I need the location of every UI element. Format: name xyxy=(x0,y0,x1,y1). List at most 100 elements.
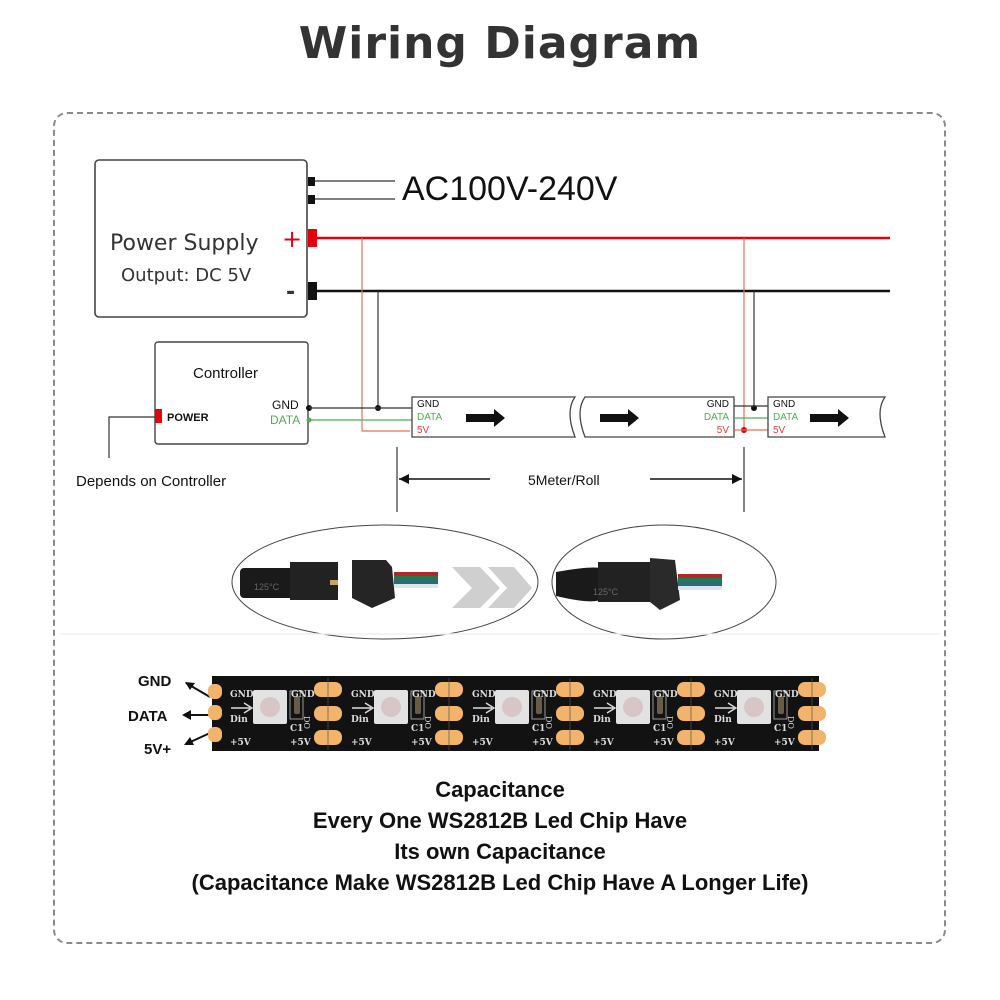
pcb-label-5v: +5V xyxy=(532,738,554,748)
led-lens xyxy=(381,697,401,717)
caption-line-3: Its own Capacitance xyxy=(394,839,606,864)
pcb-label-gnd: GND xyxy=(412,690,436,700)
power-supply-label: Power Supply xyxy=(110,231,258,256)
strip1-direction-arrow-icon xyxy=(466,409,505,427)
pcb-label-do: DO xyxy=(544,716,553,729)
pcb-label-gnd: GND xyxy=(291,690,315,700)
positive-terminal xyxy=(308,229,317,247)
controller-power-port xyxy=(155,409,162,423)
strip-segment-1: GND DATA 5V xyxy=(411,396,577,438)
capacitor-outline xyxy=(531,690,546,720)
strip1-data: DATA xyxy=(417,412,443,423)
data-flow-arrow-icon xyxy=(231,702,254,714)
connector-photo-unplugged: 125°C xyxy=(231,524,539,640)
pcb-label-din: Din xyxy=(472,715,490,725)
pcb-label-gnd: GND xyxy=(351,690,375,700)
pcb-label-gnd: GND xyxy=(230,690,254,700)
pcb-label-gnd: GND xyxy=(775,690,799,700)
pcb-label-c1: C1 xyxy=(290,724,303,734)
data-flow-arrow-icon xyxy=(594,702,617,714)
led-lens xyxy=(502,697,522,717)
strip2-data: DATA xyxy=(704,412,730,423)
ac-input-label: AC100V-240V xyxy=(402,170,618,208)
pcb-label-do: DO xyxy=(302,716,311,729)
data-flow-arrow-icon xyxy=(473,702,496,714)
plugged-marking: 125°C xyxy=(593,587,619,597)
caption-line-4: (Capacitance Make WS2812B Led Chip Have … xyxy=(191,870,809,895)
power-supply-output: Output: DC 5V xyxy=(121,265,252,286)
data-flow-arrow-icon xyxy=(715,702,738,714)
capacitor-outline xyxy=(773,690,788,720)
controller-power-wire xyxy=(108,416,155,458)
diagram-frame xyxy=(53,112,946,944)
pcb-label-do: DO xyxy=(423,716,432,729)
capacitor-c1 xyxy=(657,696,663,714)
pcb-label-din: Din xyxy=(593,715,611,725)
controller-gnd-label: GND xyxy=(272,398,299,412)
capacitor-c1 xyxy=(536,696,542,714)
roll-length-label: 5Meter/Roll xyxy=(528,472,600,488)
pcb-label-c1: C1 xyxy=(774,724,787,734)
pcb-label-c1: C1 xyxy=(532,724,545,734)
strip2-gnd: GND xyxy=(707,399,729,410)
controller-note: Depends on Controller xyxy=(76,473,226,490)
strip-start-pad xyxy=(208,684,222,699)
positive-terminal-label: + xyxy=(282,225,302,253)
pcb-label-5v: +5V xyxy=(411,738,433,748)
ac-terminal-2 xyxy=(308,195,315,204)
unplugged-marking: 125°C xyxy=(254,582,280,592)
capacitor-c1 xyxy=(778,696,784,714)
pin-label-gnd: GND xyxy=(138,673,172,690)
pin-label-data: DATA xyxy=(128,708,168,725)
connector-photo-plugged: 125°C xyxy=(551,524,777,640)
data-pointer-icon xyxy=(182,710,191,720)
controller-data-label: DATA xyxy=(270,413,300,427)
pcb-label-do: DO xyxy=(665,716,674,729)
pcb-label-5v: +5V xyxy=(472,738,494,748)
pcb-label-5v: +5V xyxy=(351,738,373,748)
data-flow-arrow-icon xyxy=(352,702,375,714)
strip-start-pad xyxy=(208,727,222,742)
strip-start-pad xyxy=(208,705,222,720)
positive-drop-wire-1 xyxy=(361,238,410,432)
controller: Controller POWER GND DATA Depends on Con… xyxy=(76,341,312,490)
gnd-pointer-icon xyxy=(185,682,195,690)
capacitor-outline xyxy=(410,690,425,720)
strip-segment-2: GND DATA 5V xyxy=(579,396,735,438)
caption-line-2: Every One WS2812B Led Chip Have xyxy=(312,808,688,833)
pcb-label-5v: +5V xyxy=(290,738,312,748)
pcb-label-gnd: GND xyxy=(714,690,738,700)
plug-direction-chevrons-icon xyxy=(452,567,532,608)
capacitor-outline xyxy=(289,690,304,720)
pcb-label-5v: +5V xyxy=(593,738,615,748)
pcb-label-c1: C1 xyxy=(653,724,666,734)
pcb-label-gnd: GND xyxy=(593,690,617,700)
strip1-5v: 5V xyxy=(417,425,430,436)
capacitor-c1 xyxy=(294,696,300,714)
pcb-label-gnd: GND xyxy=(533,690,557,700)
strip2-direction-arrow-icon xyxy=(600,409,639,427)
negative-terminal xyxy=(308,282,317,300)
power-supply: Power Supply + Output: DC 5V - AC100V-24… xyxy=(94,159,618,318)
page-title: Wiring Diagram xyxy=(298,18,702,69)
strip3-5v: 5V xyxy=(773,425,786,436)
led-lens xyxy=(623,697,643,717)
controller-label: Controller xyxy=(193,365,258,382)
pcb-label-din: Din xyxy=(714,715,732,725)
ac-terminal-1 xyxy=(308,177,315,186)
capacitor-c1 xyxy=(415,696,421,714)
dimension-arrow-left-icon xyxy=(399,474,409,484)
pcb-label-c1: C1 xyxy=(411,724,424,734)
caption-line-1: Capacitance xyxy=(435,777,565,802)
pcb-label-din: Din xyxy=(230,715,248,725)
strip3-data: DATA xyxy=(773,412,799,423)
strip2-5v: 5V xyxy=(717,425,730,436)
pcb-label-5v: +5V xyxy=(714,738,736,748)
pcb-label-5v: +5V xyxy=(653,738,675,748)
power-supply-box xyxy=(94,159,308,318)
pcb-label-do: DO xyxy=(786,716,795,729)
strip3-gnd: GND xyxy=(773,399,795,410)
strip-segment-3: GND DATA 5V xyxy=(767,396,887,438)
strip3-direction-arrow-icon xyxy=(810,409,849,427)
